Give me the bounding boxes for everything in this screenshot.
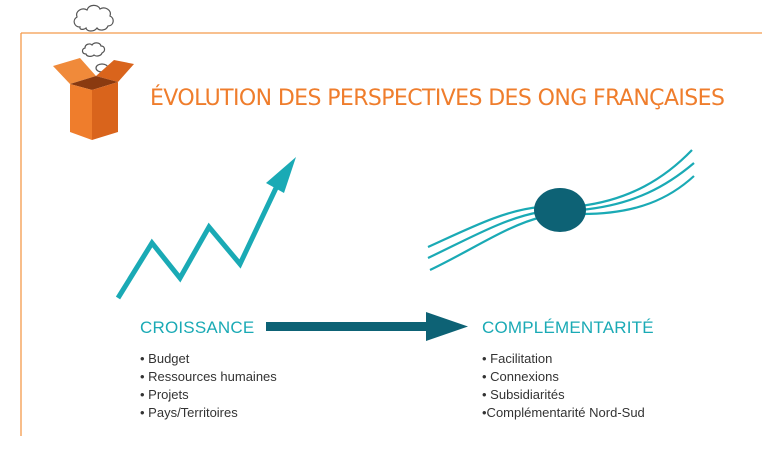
network-node-icon xyxy=(427,149,695,271)
growth-column: CROISSANCE • Budget • Ressources humaine… xyxy=(140,318,277,422)
growth-zigzag-arrow-icon xyxy=(115,157,296,300)
complementarity-list: • Facilitation • Connexions • Subsidiari… xyxy=(482,350,654,422)
growth-heading: CROISSANCE xyxy=(140,318,255,337)
complementarity-column: COMPLÉMENTARITÉ • Facilitation • Connexi… xyxy=(482,318,654,422)
list-item: •Complémentarité Nord-Sud xyxy=(482,405,645,420)
thought-cloud-medium-icon xyxy=(81,42,106,57)
list-item: • Pays/Territoires xyxy=(140,405,238,420)
box-logo-icon xyxy=(53,4,134,140)
list-item: • Ressources humaines xyxy=(140,369,277,384)
thought-cloud-large-icon xyxy=(73,4,114,32)
transition-arrow-icon xyxy=(266,312,468,341)
list-item: • Facilitation xyxy=(482,351,553,366)
list-item: • Budget xyxy=(140,351,190,366)
central-node xyxy=(534,188,586,232)
complementarity-heading: COMPLÉMENTARITÉ xyxy=(482,318,654,337)
list-item: • Connexions xyxy=(482,369,559,384)
list-item: • Subsidiarités xyxy=(482,387,565,402)
list-item: • Projets xyxy=(140,387,189,402)
page-title: ÉVOLUTION DES PERSPECTIVES DES ONG FRANÇ… xyxy=(150,86,725,111)
growth-list: • Budget • Ressources humaines • Projets… xyxy=(140,350,277,422)
